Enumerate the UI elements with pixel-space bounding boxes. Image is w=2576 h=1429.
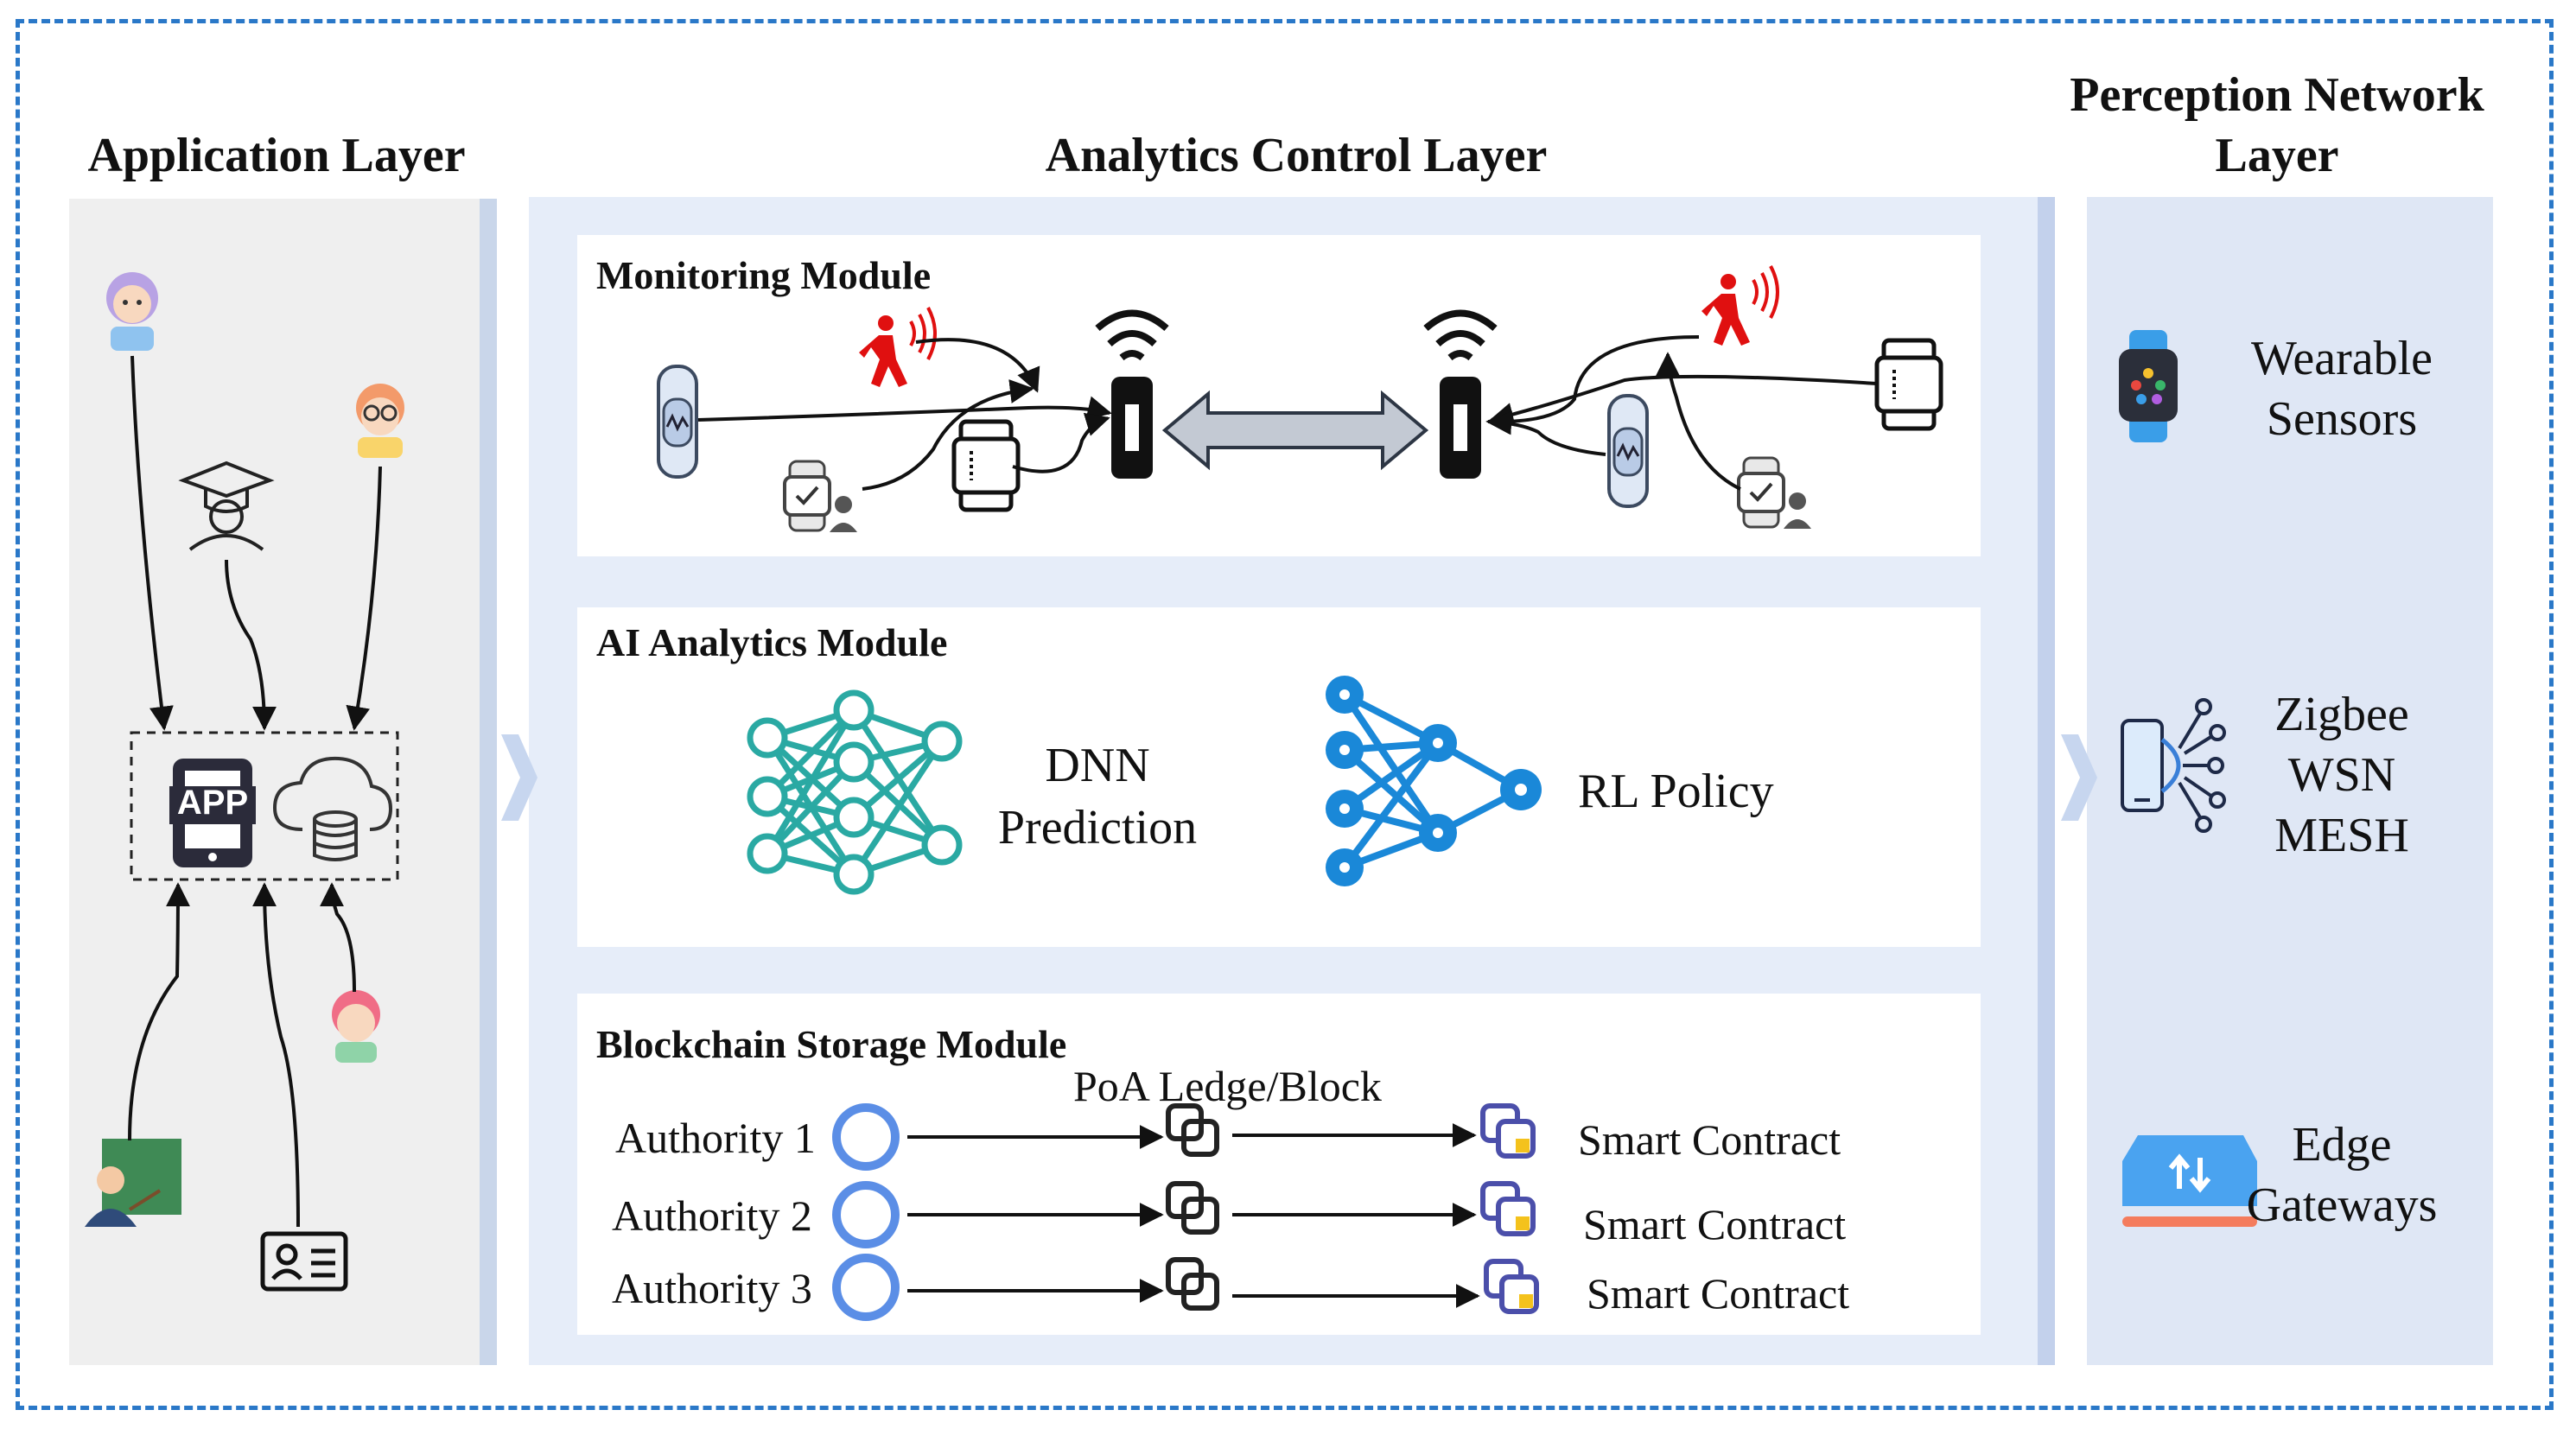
rl-network-icon xyxy=(1326,676,1542,886)
perception-layer-title: Perception Network Layer xyxy=(2035,65,2519,186)
graduate-icon xyxy=(178,460,275,551)
fall-alarm-left-icon xyxy=(859,307,937,387)
mesh-line3: MESH xyxy=(2274,809,2409,862)
fitness-band-left-icon xyxy=(657,365,698,479)
smart-contract-2-label: Smart Contract xyxy=(1583,1200,1847,1248)
user-avatar-glasses-icon xyxy=(356,384,404,458)
user-avatar-pink-icon xyxy=(332,990,380,1063)
blockchain-arrows xyxy=(907,1123,1480,1308)
monitoring-module-title: Monitoring Module xyxy=(596,253,932,297)
flow-chevron-left xyxy=(501,734,537,821)
smart-contract-3-label: Smart Contract xyxy=(1587,1269,1850,1318)
edge-gateways-label: Edge Gateways xyxy=(2212,1115,2471,1235)
authority-1-label: Authority 1 xyxy=(615,1114,816,1162)
id-card-icon xyxy=(260,1231,348,1292)
flow-chevron-right xyxy=(2061,734,2097,821)
cloud-database-icon xyxy=(272,756,393,861)
poa-ledger-label: PoA Ledge/Block xyxy=(1073,1062,1382,1110)
user-avatar-1-icon xyxy=(106,272,158,351)
dnn-label: DNN Prediction xyxy=(994,734,1201,859)
watch-user-left-icon xyxy=(783,460,857,532)
smart-contract-icons xyxy=(1480,1103,1539,1314)
blockchain-module-title: Blockchain Storage Module xyxy=(596,1022,1067,1066)
square-watch-right-icon xyxy=(1874,338,1943,431)
monitoring-arrows xyxy=(697,335,1878,491)
gateway-device-left-icon xyxy=(1095,309,1169,479)
dnn-label-line2: Prediction xyxy=(997,801,1198,854)
mesh-network-icon xyxy=(2121,698,2226,833)
app-label: APP xyxy=(176,784,249,822)
application-layer-title: Application Layer xyxy=(87,129,466,182)
square-watch-left-icon xyxy=(951,419,1021,512)
authority-3-label: Authority 3 xyxy=(612,1264,812,1312)
wearable-line2: Sensors xyxy=(2266,392,2418,446)
authority-rings xyxy=(832,1103,900,1321)
application-arrows xyxy=(128,355,382,1228)
ai-module-title: AI Analytics Module xyxy=(596,620,948,664)
gateway-device-right-icon xyxy=(1423,309,1498,479)
smart-contract-1-label: Smart Contract xyxy=(1578,1115,1841,1164)
wearable-line1: Wearable xyxy=(2251,332,2433,385)
edge-gateway-icon xyxy=(2122,1135,2257,1227)
fitness-band-right-icon xyxy=(1607,394,1649,508)
watch-user-right-icon xyxy=(1737,456,1811,529)
analytics-layer-edge xyxy=(2038,197,2055,1365)
mesh-line2: WSN xyxy=(2287,748,2396,802)
ledger-block-icons xyxy=(1166,1103,1219,1311)
mesh-label: Zigbee WSN MESH xyxy=(2212,684,2471,866)
rl-policy-label: RL Policy xyxy=(1578,765,1774,818)
mesh-line1: Zigbee xyxy=(2274,688,2409,741)
analytics-layer-title: Analytics Control Layer xyxy=(1045,129,1548,182)
teacher-board-icon xyxy=(85,1139,181,1227)
app-phone-icon xyxy=(169,759,256,867)
perception-title-line1: Perception Network xyxy=(2070,68,2484,122)
application-layer-edge xyxy=(480,199,497,1365)
edge-line1: Edge xyxy=(2292,1118,2392,1172)
wearable-sensors-label: Wearable Sensors xyxy=(2212,328,2471,449)
edge-line2: Gateways xyxy=(2246,1178,2438,1232)
outer-frame xyxy=(16,19,2554,1410)
dnn-label-line1: DNN xyxy=(1045,739,1150,792)
smartwatch-icon xyxy=(2119,330,2178,442)
authority-2-label: Authority 2 xyxy=(612,1191,812,1240)
bidirectional-arrow xyxy=(1161,390,1429,471)
dnn-network-icon xyxy=(747,689,963,895)
app-cloud-box xyxy=(130,731,399,881)
blockchain-storage-module: Blockchain Storage Module xyxy=(577,994,1981,1335)
perception-title-line2: Layer xyxy=(2215,129,2339,182)
fall-alarm-right-icon xyxy=(1701,265,1779,346)
